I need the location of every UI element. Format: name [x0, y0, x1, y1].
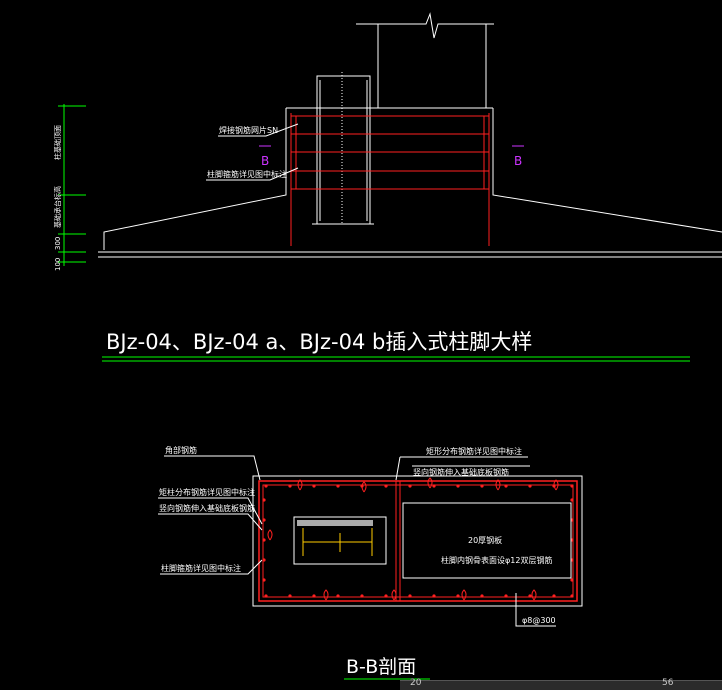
note-leader-1: [218, 123, 299, 137]
rebar-dot: [570, 484, 574, 488]
rebar-dot: [312, 594, 316, 598]
rebar-dot: [384, 484, 388, 488]
rebar-dot: [336, 484, 340, 488]
dim-label-mid: 基础承台标高: [53, 186, 62, 228]
label-top-right: 矩形分布钢筋详见图中标注: [426, 446, 522, 456]
section-rebar-inner: [262, 484, 574, 598]
elevation-rebar: [290, 113, 490, 246]
rebar-dot: [408, 594, 412, 598]
rebar-dot: [432, 594, 436, 598]
section-mark-right: B: [514, 154, 522, 168]
rebar-dot: [262, 498, 266, 502]
rebar-hook: [461, 589, 467, 601]
status-right: 56: [662, 678, 674, 688]
pedestal-outline-left: [103, 108, 287, 250]
rebar-dot: [312, 484, 316, 488]
stirrup-note: 柱脚箍筋详见图中标注: [207, 169, 287, 179]
rebar-dot: [456, 484, 460, 488]
rebar-dot: [528, 594, 532, 598]
rebar-hook: [391, 589, 397, 601]
section-rebar-outer: [258, 480, 578, 602]
rebar-dot: [570, 594, 574, 598]
dim-label-100: 100: [54, 258, 62, 271]
label-left-1: 矩柱分布钢筋详见图中标注: [159, 487, 255, 497]
rebar-hook: [267, 529, 273, 541]
label-bottom-right: φ8@300: [522, 616, 556, 625]
column-top-break-line: [356, 12, 494, 39]
status-bar: 20 56: [400, 678, 722, 690]
rebar-dot: [384, 594, 388, 598]
rebar-dot: [262, 578, 266, 582]
dim-label-top: 柱基础顶面: [53, 125, 62, 160]
section-outline: [252, 475, 583, 607]
rebar-dot: [504, 594, 508, 598]
rebar-dot: [408, 484, 412, 488]
rebar-dot: [360, 594, 364, 598]
status-left: 20: [410, 678, 422, 688]
dimension-chain: [58, 104, 86, 266]
steel-section-box: [293, 516, 387, 565]
section-view: 20厚钢板 柱脚内钢骨表面设φ12双层钢筋 角部钢筋 矩形分布钢筋详见图中标注 …: [158, 445, 583, 680]
rebar-hook: [427, 477, 433, 489]
section-leaders: [158, 455, 556, 627]
rebar-dot: [570, 578, 574, 582]
box-line-2: 柱脚内钢骨表面设φ12双层钢筋: [441, 555, 552, 565]
rebar-dot: [336, 594, 340, 598]
rebar-dot: [456, 594, 460, 598]
rebar-hook: [553, 479, 559, 491]
rebar-hook: [531, 589, 537, 601]
section-title: B-B剖面: [346, 656, 416, 678]
rebar-dot: [480, 594, 484, 598]
label-left-3: 柱脚箍筋详见图中标注: [161, 563, 241, 573]
section-mark-left: B: [261, 154, 269, 168]
rebar-dot: [432, 484, 436, 488]
rebar-hooks: [267, 477, 559, 601]
rebar-dot: [504, 484, 508, 488]
rebar-dots: [262, 484, 574, 598]
drawing-title: BJz-04、BJz-04 a、BJz-04 b插入式柱脚大样: [106, 330, 532, 354]
rebar-dot: [262, 558, 266, 562]
elevation-view: 焊接钢筋网片SN 柱脚箍筋详见图中标注 B B 柱基础顶面 基础承台标高 300…: [53, 12, 722, 271]
rebar-dot: [264, 484, 268, 488]
rebar-hook: [361, 481, 367, 493]
steel-section-member: [302, 528, 373, 556]
pedestal-outline-right: [492, 108, 722, 233]
rebar-hook: [297, 479, 303, 491]
dim-label-300: 300: [54, 237, 62, 250]
embedded-zone-box: [402, 502, 572, 579]
anchor-bolt-note: 焊接钢筋网片SN: [219, 125, 278, 135]
rebar-dot: [552, 594, 556, 598]
label-top-left: 角部钢筋: [165, 445, 197, 455]
rebar-hook: [495, 479, 501, 491]
rebar-dot: [480, 484, 484, 488]
rebar-dot: [262, 538, 266, 542]
label-left-2: 竖向钢筋伸入基础底板钢筋: [159, 503, 255, 513]
rebar-dot: [288, 594, 292, 598]
steel-section-hatch: [297, 520, 373, 526]
rebar-dot: [528, 484, 532, 488]
rebar-hook: [323, 589, 329, 601]
rebar-dot: [288, 484, 292, 488]
steel-column: [316, 75, 371, 225]
box-line-1: 20厚钢板: [468, 535, 502, 545]
rebar-dot: [264, 594, 268, 598]
note-leader-2: [206, 167, 299, 181]
rebar-dot: [570, 498, 574, 502]
rebar-dot: [262, 518, 266, 522]
label-top-right-sub: 竖向钢筋伸入基础底板钢筋: [413, 467, 509, 477]
